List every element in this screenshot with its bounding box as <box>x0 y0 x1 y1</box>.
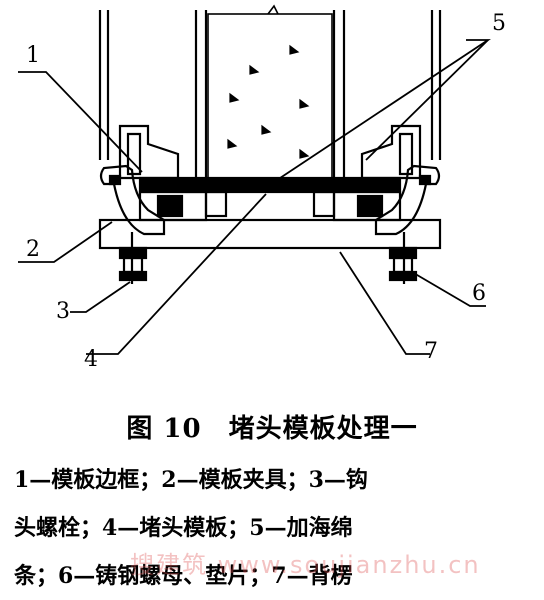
back-rib <box>98 218 442 250</box>
callout-4: 4 <box>84 347 98 372</box>
callout-3: 3 <box>56 299 70 324</box>
wall-formwork-lines <box>98 10 442 185</box>
watermark: 搜建筑 www.soujianzhu.cn <box>130 551 481 579</box>
figure-title: 图 10 堵头模板处理一 <box>126 414 418 444</box>
concrete-core <box>207 4 333 187</box>
callout-7: 7 <box>424 339 438 364</box>
formwork-section-drawing: 1 2 3 4 5 6 7 <box>18 4 506 372</box>
legend-line: 1—模板边框；2—模板夹具；3—钩 <box>14 467 368 493</box>
callout-5: 5 <box>492 11 506 36</box>
callout-2: 2 <box>26 237 40 262</box>
hook-bolt-left <box>118 232 148 284</box>
legend-line: 条；6—铸钢螺母、垫片；7—背楞 <box>14 563 353 589</box>
callout-numbers: 1 2 3 4 5 6 7 <box>26 11 506 372</box>
callout-1: 1 <box>26 43 40 68</box>
callout-6: 6 <box>472 281 486 306</box>
hook-bolt-right <box>388 232 418 284</box>
spacer-blocks <box>204 190 336 218</box>
leader-lines <box>18 39 491 355</box>
legend-line: 头螺栓；4—堵头模板；5—加海绵 <box>14 515 353 541</box>
